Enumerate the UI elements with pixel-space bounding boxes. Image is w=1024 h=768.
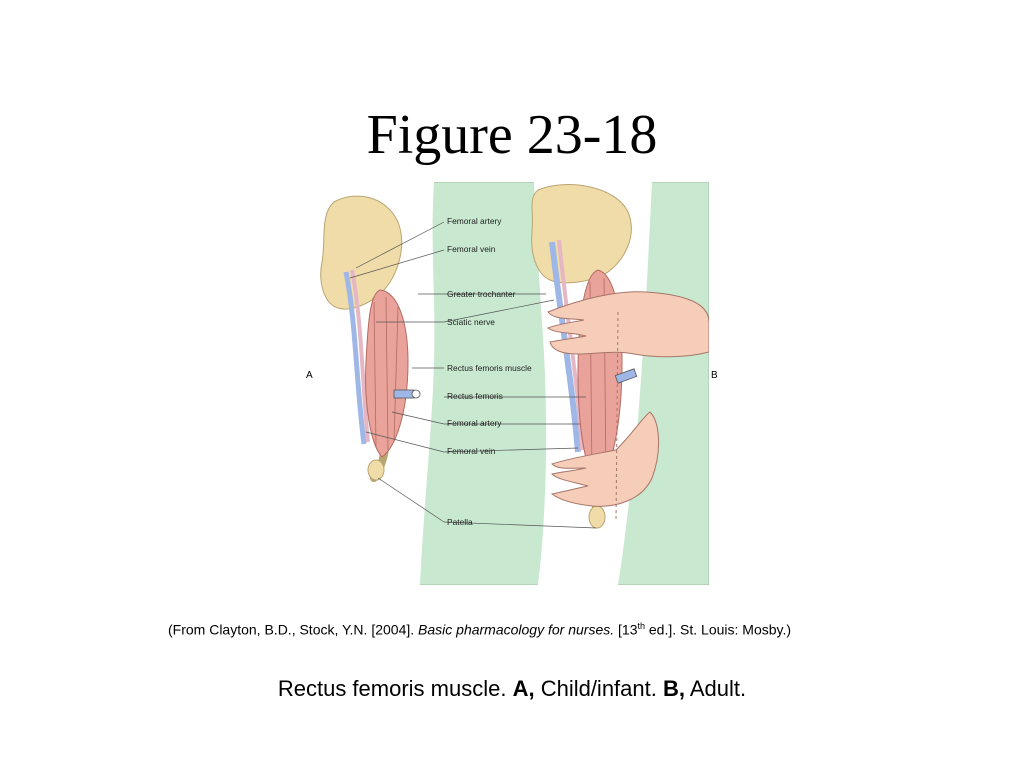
caption-lead: Rectus femoris muscle. bbox=[277, 676, 513, 701]
caption-a-marker: A, bbox=[512, 676, 535, 701]
citation-prefix: (From Clayton, B.D., Stock, Y.N. [2004]. bbox=[168, 621, 419, 638]
panel-a-label: A bbox=[306, 370, 313, 381]
panel-a-syringe bbox=[393, 389, 415, 399]
panel-b-upper-hand bbox=[546, 291, 709, 358]
panel-a-femoral-artery bbox=[350, 269, 370, 443]
anatomy-illustration: Femoral artery Femoral vein Greater troc… bbox=[316, 182, 709, 585]
label-leader-lines bbox=[349, 221, 597, 529]
label-femoral-artery-top: Femoral artery bbox=[447, 216, 502, 226]
citation-edition-sup: th bbox=[637, 621, 645, 631]
caption-a-text: Child/infant. bbox=[534, 676, 663, 701]
label-greater-trochanter: Greater trochanter bbox=[447, 289, 516, 299]
panel-b-lower-hand bbox=[550, 411, 660, 507]
slide-title: Figure 23-18 bbox=[366, 104, 658, 166]
panel-b-injection-guide bbox=[615, 311, 619, 523]
panel-a-femoral-vein bbox=[343, 271, 367, 445]
panel-a-pelvis bbox=[320, 195, 403, 310]
figure-caption: Rectus femoris muscle. A, Child/infant. … bbox=[0, 676, 1024, 702]
label-patella: Patella bbox=[447, 517, 473, 527]
label-femoral-vein-top: Femoral vein bbox=[447, 244, 496, 254]
citation: (From Clayton, B.D., Stock, Y.N. [2004].… bbox=[168, 617, 968, 639]
caption-b-text: Adult. bbox=[684, 676, 747, 701]
panel-b-syringe bbox=[614, 368, 638, 384]
panel-b-label: B bbox=[711, 370, 718, 381]
citation-suffix: ed.]. St. Louis: Mosby.) bbox=[645, 621, 792, 638]
label-rectus-femoris-muscle: Rectus femoris muscle bbox=[447, 363, 532, 373]
label-femoral-vein-bottom: Femoral vein bbox=[447, 446, 496, 456]
label-sciatic-nerve: Sciatic nerve bbox=[447, 317, 495, 327]
citation-edition-pre: [13 bbox=[614, 621, 638, 638]
panel-b-patella bbox=[588, 505, 606, 529]
citation-book-title: Basic pharmacology for nurses. bbox=[418, 621, 615, 638]
anatomy-figure: Femoral artery Femoral vein Greater troc… bbox=[316, 182, 709, 585]
caption-b-marker: B, bbox=[662, 676, 685, 701]
label-femoral-artery-bottom: Femoral artery bbox=[447, 418, 502, 428]
panel-a-patella bbox=[367, 459, 385, 481]
label-rectus-femoris: Rectus femoris bbox=[447, 391, 503, 401]
